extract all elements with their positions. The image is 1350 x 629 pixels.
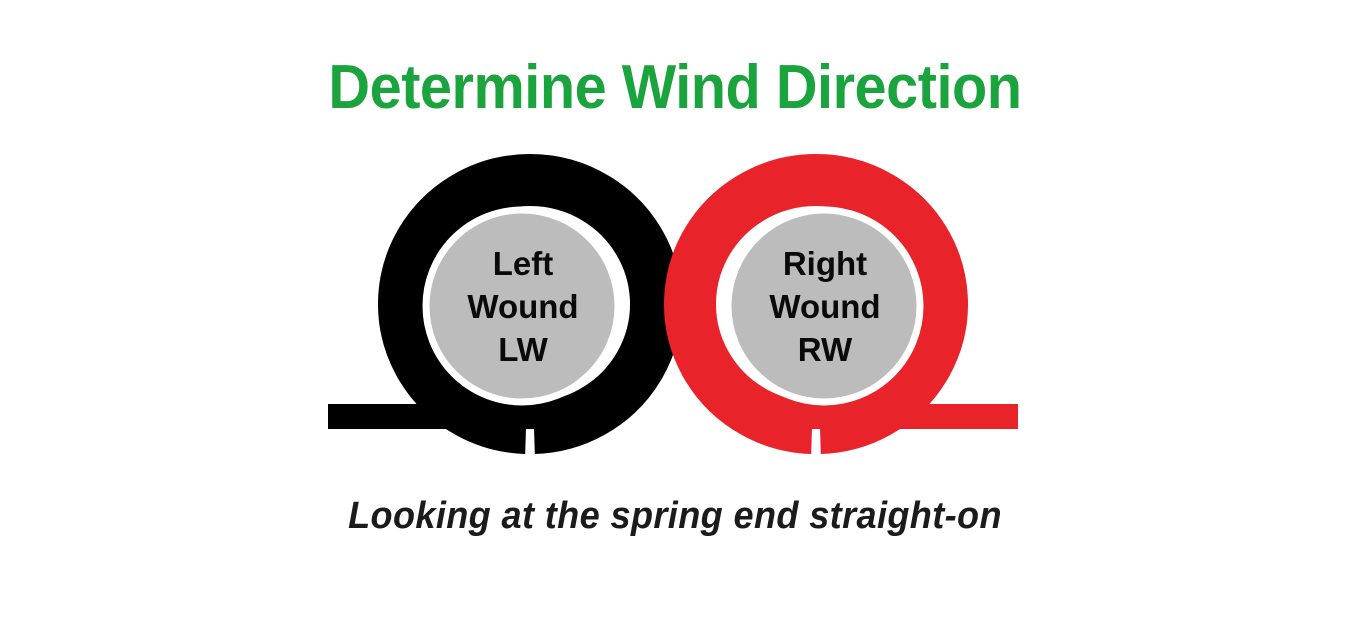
right-wound-coil bbox=[664, 154, 1018, 454]
left-coil-ring bbox=[378, 154, 682, 454]
left-coil-label-line-1: Left bbox=[492, 245, 554, 282]
left-coil-label: Left Wound LW bbox=[425, 242, 621, 371]
right-coil-label-line-1: Right bbox=[782, 245, 868, 282]
right-coil-label: Right Wound RW bbox=[727, 242, 923, 371]
right-coil-inner-disc bbox=[724, 206, 924, 406]
right-coil-ring bbox=[664, 154, 968, 454]
left-coil-label-line-2: Wound bbox=[467, 288, 579, 325]
right-coil-label-line-2: Wound bbox=[769, 288, 881, 325]
right-coil-label-line-3: RW bbox=[797, 331, 853, 368]
left-coil-label-line-3: LW bbox=[498, 331, 548, 368]
left-coil-inner-disc bbox=[422, 206, 622, 406]
left-wound-coil bbox=[328, 154, 682, 454]
figure-caption: Looking at the spring end straight-on bbox=[348, 495, 1002, 537]
page-title: Determine Wind Direction bbox=[328, 53, 1022, 122]
